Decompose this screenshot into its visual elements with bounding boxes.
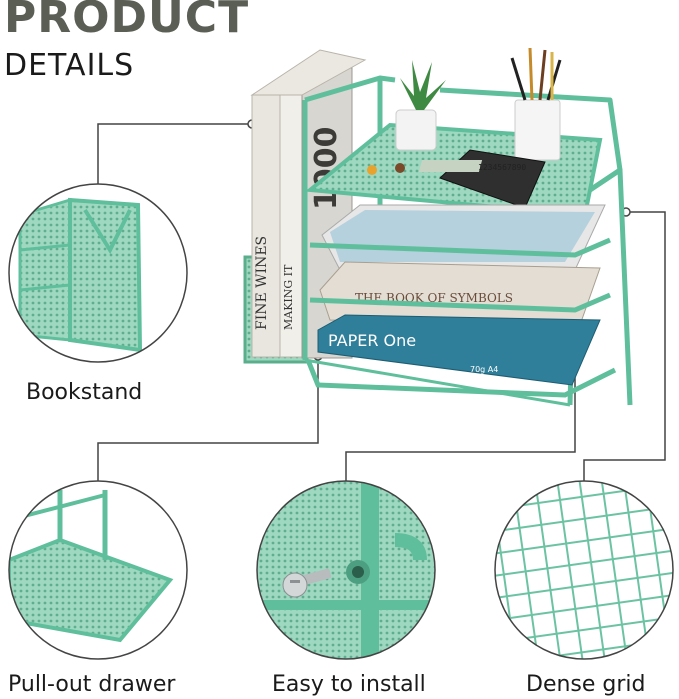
svg-text:1234567890: 1234567890 <box>478 163 526 172</box>
book-spine-text: MAKING IT <box>282 264 295 330</box>
page-subtitle: DETAILS <box>4 48 135 83</box>
svg-text:70g A4: 70g A4 <box>470 365 498 374</box>
mesh-closeup <box>494 480 674 660</box>
feature-label-grid: Dense grid <box>526 672 646 697</box>
feature-label-install: Easy to install <box>272 672 426 697</box>
book-spine-text: FINE WINES <box>254 236 270 330</box>
drawer-closeup <box>8 480 188 660</box>
desk-organizer: FINE WINES MAKING IT 1000 1234567890 <box>243 47 633 407</box>
feature-label-bookstand: Bookstand <box>26 380 143 405</box>
svg-text:PAPER One: PAPER One <box>328 331 416 350</box>
connector-lines <box>97 123 666 482</box>
paper-ream <box>317 314 601 386</box>
bookstand-closeup <box>8 183 188 363</box>
page-title: PRODUCT <box>4 0 250 43</box>
screw-closeup <box>256 480 436 660</box>
feature-label-drawer: Pull-out drawer <box>8 672 176 697</box>
